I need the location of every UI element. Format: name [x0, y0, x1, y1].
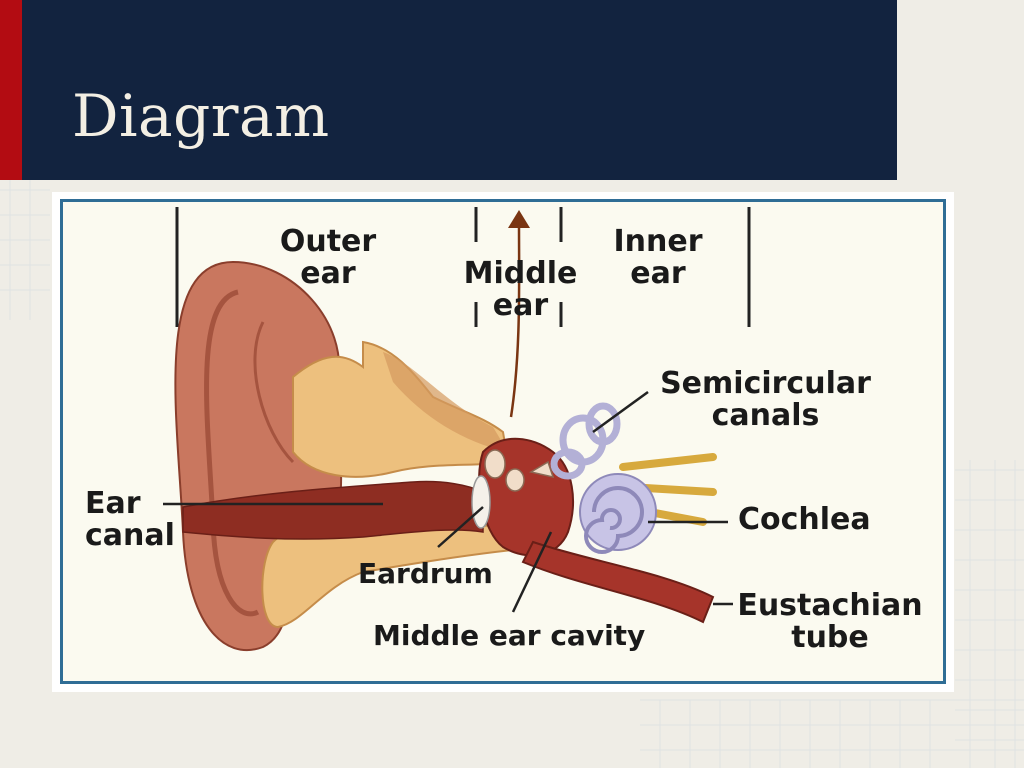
title-bar [22, 0, 897, 180]
label-ear-canal: Ear canal [85, 486, 175, 553]
cochlea-shape [579, 473, 657, 554]
ear-anatomy-illustration [163, 207, 751, 652]
leader-lines [163, 390, 733, 613]
label-semicircular-canals: Semicircular canals [660, 366, 871, 433]
eardrum-shape [471, 475, 491, 529]
eustachian-tube-shape [521, 540, 715, 624]
middle-ear-arrow-icon [508, 210, 530, 418]
label-eardrum: Eardrum [358, 557, 493, 590]
ear-diagram-frame: Outer ear Middle ear Inner ear Semicircu… [60, 199, 946, 684]
accent-bar [0, 0, 22, 180]
ossicles-shape [484, 449, 555, 492]
slide-title: Diagram [72, 82, 330, 150]
label-middle-ear-cavity: Middle ear cavity [373, 619, 646, 652]
section-dividers [175, 207, 751, 327]
label-cochlea: Cochlea [738, 502, 871, 537]
label-eustachian-tube: Eustachian tube [737, 588, 923, 655]
label-middle-ear: Middle ear [463, 256, 578, 323]
label-inner-ear: Inner ear [613, 224, 703, 291]
label-outer-ear: Outer ear [279, 224, 377, 291]
semicircular-canals-shape [550, 402, 621, 480]
temporal-bone-upper [292, 340, 510, 478]
ear-canal-shape [182, 480, 484, 540]
ear-diagram-figure: Outer ear Middle ear Inner ear Semicircu… [52, 192, 954, 692]
